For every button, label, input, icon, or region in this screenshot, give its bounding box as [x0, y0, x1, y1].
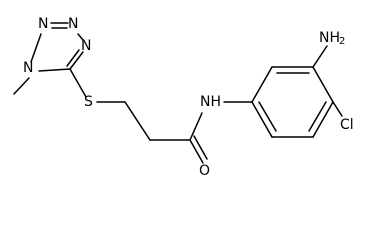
bond-ar-c6-c1	[251, 101, 273, 138]
bond-ar-c1-c2	[251, 66, 273, 103]
tetrazole-ring-bonds	[30, 22, 84, 72]
bond-carbonyl-double-1	[189, 139, 204, 164]
bond-ar-amino	[312, 45, 328, 68]
bond-ar-c6-c1-inner	[258, 101, 277, 132]
atom-label-amino-nh: NH	[319, 30, 340, 46]
bond-ar-c4-c5-inner	[308, 101, 327, 132]
bond-n4-c5	[69, 51, 84, 70]
atom-label-tetrazole-n1: N	[23, 60, 33, 76]
bond-c5-n1	[38, 68, 71, 72]
atom-label-chlorine: Cl	[340, 117, 354, 133]
atom-label-tetrazole-n3: N	[68, 16, 78, 32]
bond-n1-methyl	[13, 77, 30, 95]
bond-carbonyl-amide-n	[189, 112, 203, 141]
bond-c5-sulfur	[69, 68, 87, 98]
bond-ch2-ch2	[124, 101, 151, 141]
benzene-ring-bonds	[251, 66, 334, 138]
atom-label-carbonyl-oxygen: O	[199, 163, 210, 179]
bond-n3-n4	[77, 33, 84, 41]
bond-ar-c3-c4	[312, 66, 334, 103]
bond-ar-c4-c5	[312, 101, 334, 138]
atom-label-tetrazole-n4: N	[81, 38, 91, 54]
atom-label-amide-nh: NH	[200, 94, 221, 110]
bond-carbonyl-double-2	[193, 135, 208, 160]
bond-n4-c5-double	[66, 49, 80, 67]
atom-label-tetrazole-n2: N	[38, 16, 48, 32]
bond-n1-n2	[30, 33, 42, 63]
atom-label-sulfur: S	[84, 94, 93, 110]
atom-label-amino-group: NH 2	[319, 30, 345, 47]
chemical-structure-diagram: N N N N S NH O Cl NH 2	[13, 16, 354, 179]
atom-label-amino-subscript: 2	[339, 36, 345, 47]
bond-ar-chlorine	[332, 101, 343, 117]
